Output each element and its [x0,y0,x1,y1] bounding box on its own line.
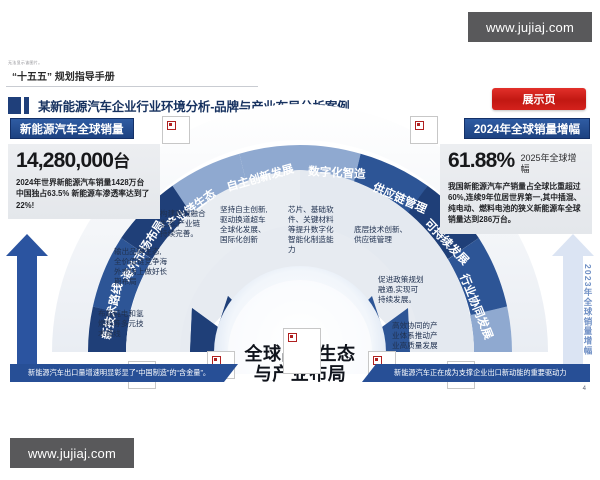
fan-hub-inner [228,280,372,374]
svg-text:持续发展。: 持续发展。 [378,294,416,304]
header-divider [6,86,258,87]
kpi-tag-right: 2024年全球销量增幅 [463,118,590,139]
title-bar-icon [24,97,29,114]
show-page-button[interactable]: 展示页 [492,88,586,110]
watermark-bottom: www.jujiaj.com [10,438,134,468]
ribbon-right: 新能源汽车正在成为支撑企业出口新动能的重要驱动力 [362,364,590,382]
svg-text:输出品牌生态,: 输出品牌生态, [114,246,162,256]
broken-image-placeholder-hub[interactable] [283,328,321,374]
segment-body-2: 构建跨域融合 生态,产业链 持续完善。 [160,208,206,238]
stat-right-desc: 我国新能源汽车产销量占全球比重超过60%,连续9年位居世界第一,其中插混、纯电动… [448,181,582,225]
stat-panel-left: 14,280,000台 2024年世界新能源汽车销量1428万台 中国独占63.… [8,144,160,219]
svg-text:底层技术创新、: 底层技术创新、 [354,224,407,234]
growth-arrow-right: 2023年全球销量增幅 [552,234,594,364]
stat-right-value: 61.88% [448,149,515,172]
segment-body-3: 坚持自主创新, 驱动换道超车 全球化发展、 国际化创新 [220,204,268,244]
ribbon-left: 新能源汽车出口量增速明显彰显了“中国制造”的“含金量”。 [10,364,238,382]
stat-left-desc: 2024年世界新能源汽车销量1428万台 中国独占63.5% 新能源车渗透率达到… [16,178,150,210]
slide-canvas: 无法显示该图片。 “十五五” 规划指导手册 某新能源汽车企业行业环境分析-品牌与… [0,56,600,401]
arrow-shaft-left [17,254,37,364]
svg-text:智能化制造能: 智能化制造能 [288,234,334,244]
svg-text:全价值链竞争海: 全价值链竞争海 [114,256,168,266]
watermark-top: www.jujiaj.com [468,12,592,42]
segment-body-6: 促进政策规划 融通,实现可 持续发展。 [378,274,424,304]
stat-right-sub: 2025年全球增幅 [520,153,577,175]
svg-text:术路线: 术路线 [98,328,121,338]
svg-text:等提升数字化: 等提升数字化 [288,224,334,234]
svg-text:件、关键材料: 件、关键材料 [288,214,334,224]
stat-panel-right: 61.88% 2025年全球增幅 我国新能源汽车产销量占全球比重超过60%,连续… [440,144,592,234]
segment-body-4: 芯片、基础软 件、关键材料 等提升数字化 智能化制造能 力 [288,204,334,254]
fan-diagram-svg: 新技术路线 海外市场布局 产业链生态 自主创新发展 数字化智造 供应链管理 可持… [52,104,548,374]
svg-text:期布局: 期布局 [114,276,137,286]
svg-text:坚持自主创新,: 坚持自主创新, [220,204,268,214]
segment-title-4: 数字化智造 [308,164,367,181]
fan-body-ring [126,170,474,352]
svg-text:外市场上做好长: 外市场上做好长 [114,266,168,276]
segment-body-0: 布局纯电和氢 燃料等多元技 术路线 [98,308,144,338]
segment-body-5: 底层技术创新、 供应链管理 [354,224,407,244]
breadcrumb: “十五五” 规划指导手册 [12,72,115,83]
broken-image-placeholder-right-tag[interactable] [410,116,438,144]
svg-text:布局纯电和氢: 布局纯电和氢 [98,308,144,318]
hub-label-line2: 与产业布局 [253,364,347,385]
arrow-shaft-right [563,254,583,364]
svg-text:驱动换道超车: 驱动换道超车 [220,214,266,224]
svg-text:高效协同的产: 高效协同的产 [392,320,438,330]
arrow-label-left: 2024年全球销量增加 [37,264,47,356]
svg-text:业体系推动产: 业体系推动产 [392,330,438,340]
svg-text:芯片、基础软: 芯片、基础软 [288,204,334,214]
svg-text:持续完善。: 持续完善。 [160,228,198,238]
fan-outer-rim [52,104,548,352]
svg-text:融通,实现可: 融通,实现可 [378,284,418,294]
kpi-tag-left: 新能源汽车全球销量 [10,118,134,139]
page-number: 4 [582,386,586,392]
svg-text:生态,产业链: 生态,产业链 [160,218,200,228]
broken-image-placeholder-left-tag[interactable] [162,116,190,144]
svg-text:燃料等多元技: 燃料等多元技 [98,318,144,328]
segment-body-1: 输出品牌生态, 全价值链竞争海 外市场上做好长 期布局 [114,246,168,286]
stat-left-value: 14,280,000台 [16,149,130,172]
svg-text:全球化发展、: 全球化发展、 [220,224,266,234]
fan-diagram: 新技术路线 海外市场布局 产业链生态 自主创新发展 数字化智造 供应链管理 可持… [42,84,558,374]
title-square-icon [8,97,21,114]
broken-image-notice: 无法显示该图片。 [8,60,43,65]
arrow-up-icon-left [6,234,48,256]
svg-text:业高质量发展: 业高质量发展 [392,340,438,350]
growth-arrow-left: 2024年全球销量增加 [6,234,48,364]
arrow-up-icon-right [552,234,594,256]
segment-body-7: 高效协同的产 业体系推动产 业高质量发展 [392,320,438,350]
svg-text:供应链管理: 供应链管理 [354,234,392,244]
arrow-label-right: 2023年全球销量增幅 [583,264,593,356]
svg-text:促进政策规划: 促进政策规划 [378,274,424,284]
svg-text:力: 力 [288,244,296,254]
svg-text:国际化创新: 国际化创新 [220,234,258,244]
svg-text:构建跨域融合: 构建跨域融合 [160,208,206,218]
